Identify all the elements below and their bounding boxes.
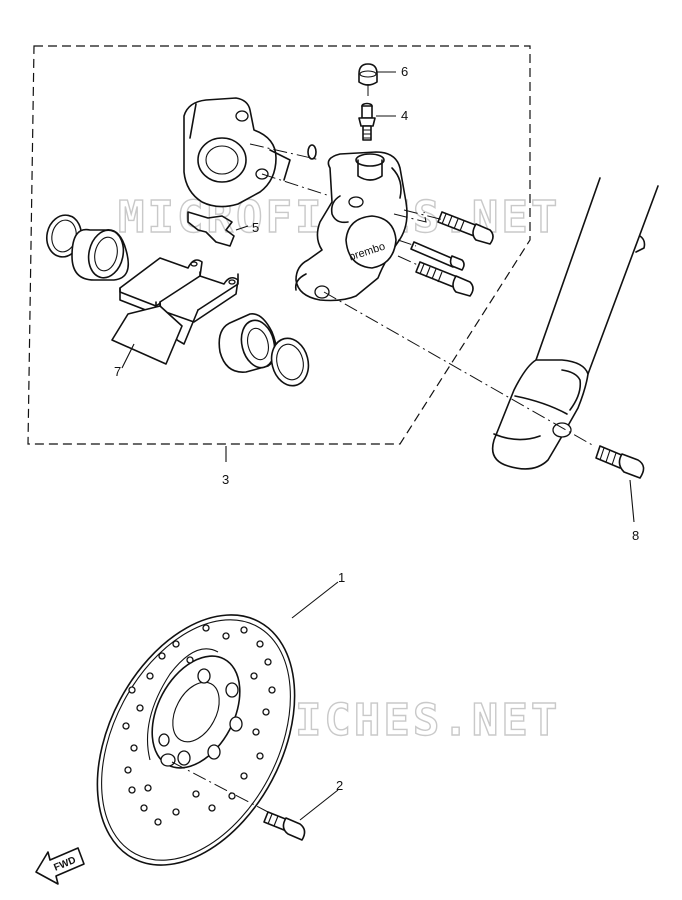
callout-leaders [121, 71, 635, 821]
piston-seal-right [270, 337, 310, 387]
caliper-o-ring [307, 144, 317, 160]
piston-right [218, 313, 277, 373]
pad-spring [187, 211, 235, 247]
bleed-screw-cap [358, 63, 378, 86]
callout-5: 5 [252, 220, 259, 235]
callout-3: 3 [222, 472, 229, 487]
piston-left [71, 228, 130, 281]
callout-6: 6 [401, 64, 408, 79]
caliper-mounting-bolt [595, 445, 645, 479]
assembly-lead-lines [171, 84, 595, 813]
bleed-screw [358, 102, 376, 141]
caliper-assembly-boundary [27, 45, 531, 445]
callout-4: 4 [401, 108, 408, 123]
disc-hub-holes [158, 668, 243, 767]
pad-shim [111, 305, 183, 365]
callout-8: 8 [632, 528, 639, 543]
forward-direction-arrow: FWD [35, 847, 85, 885]
front-fork-leg [491, 177, 659, 470]
callout-7: 7 [114, 364, 121, 379]
caliper-body-inner [183, 97, 291, 208]
disc-vent-holes [122, 624, 276, 826]
callout-2: 2 [336, 778, 343, 793]
brake-disc [96, 614, 296, 866]
callout-1: 1 [338, 570, 345, 585]
disc-bolt [263, 811, 306, 841]
caliper-bolt-middle [410, 241, 465, 271]
caliper-body-outer: brembo [294, 151, 408, 302]
caliper-bolt-lower [415, 261, 474, 297]
